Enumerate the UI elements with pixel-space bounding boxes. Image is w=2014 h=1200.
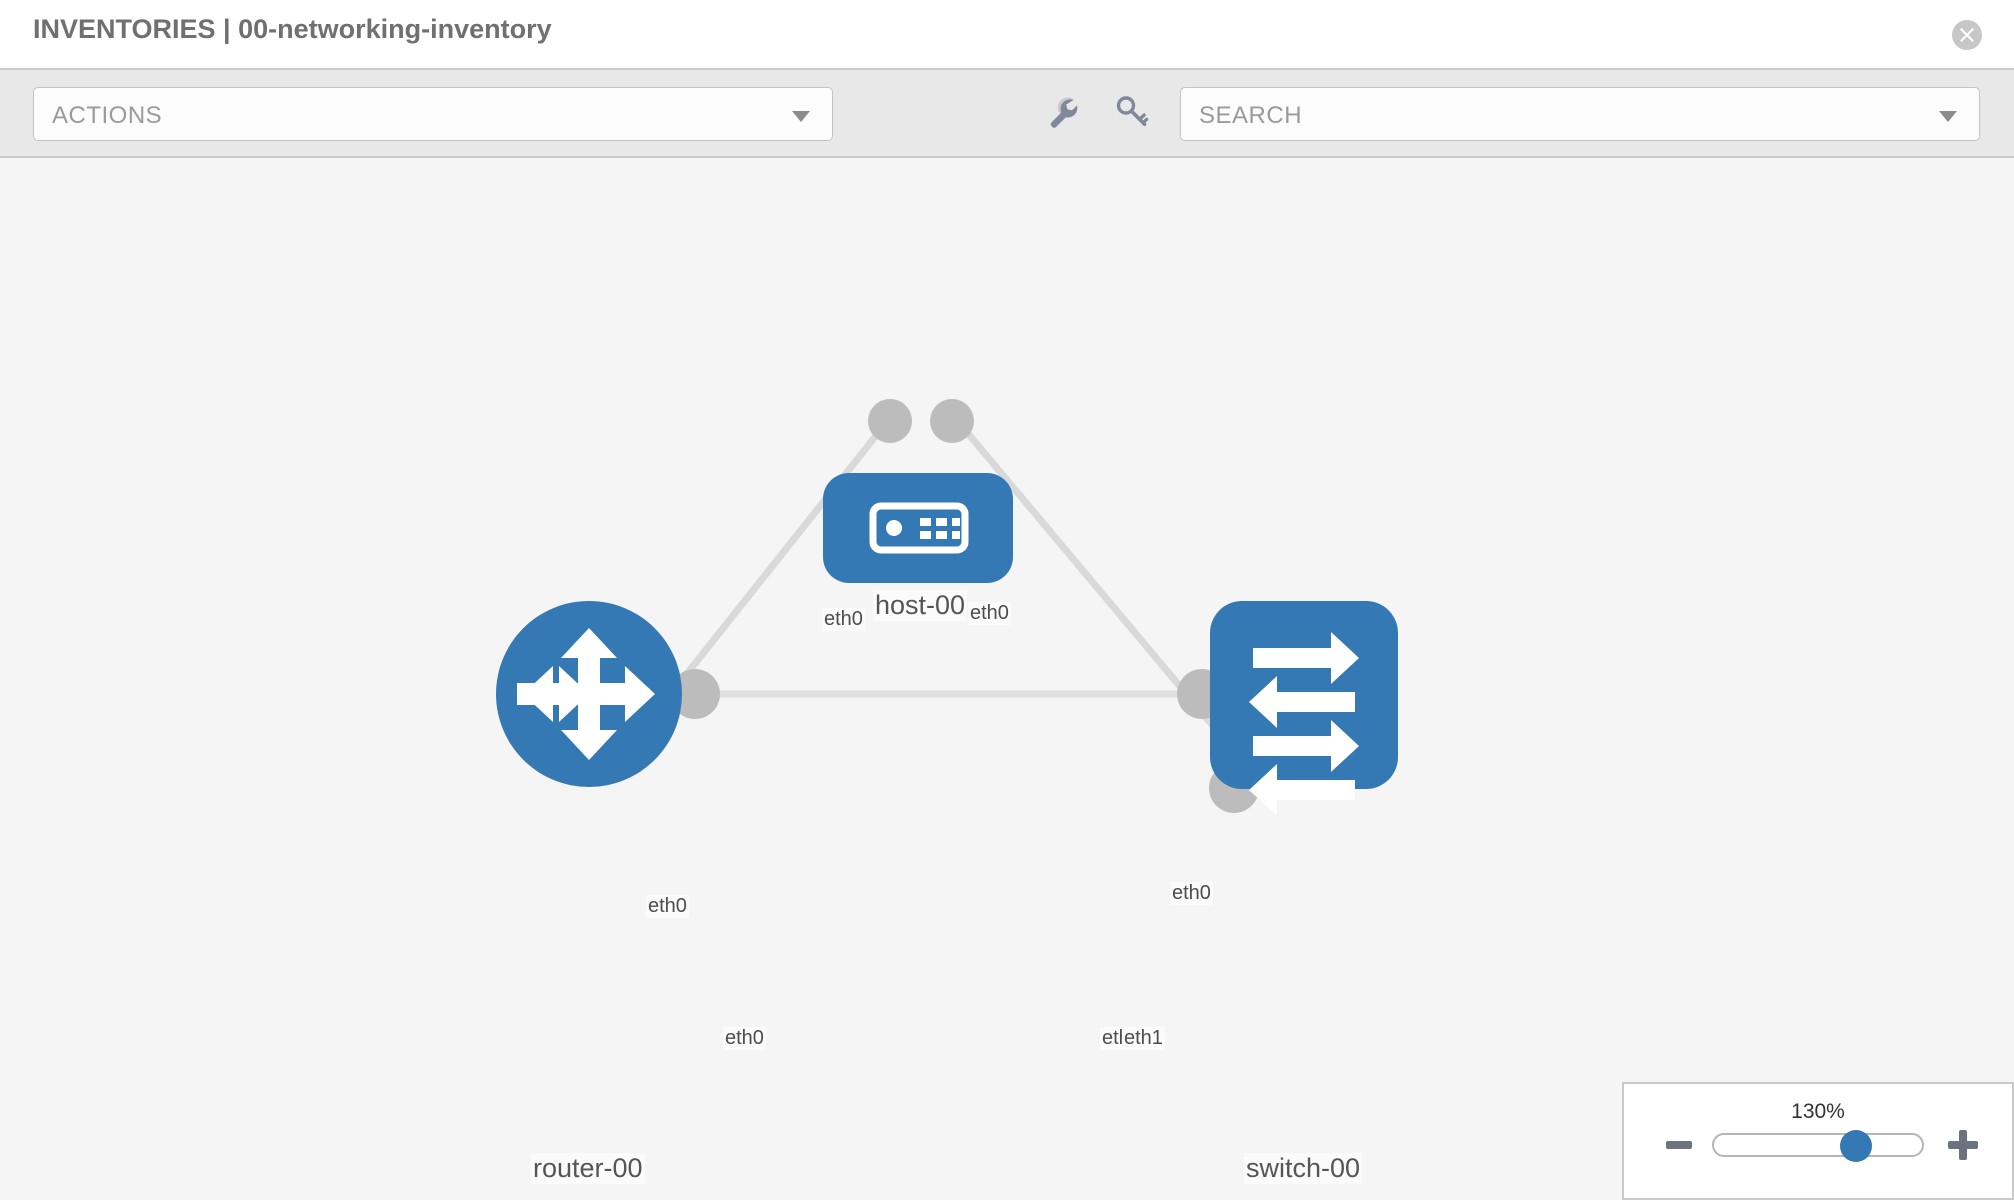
four-arrows-inward-icon (517, 628, 655, 760)
page-header: INVENTORIES | 00-networking-inventory (0, 0, 2014, 68)
zoom-slider-thumb[interactable] (1840, 1130, 1872, 1162)
node-switch-00[interactable] (1210, 601, 1398, 816)
node-label-switch-00: switch-00 (1244, 1153, 1363, 1184)
actions-dropdown-label: ACTIONS (52, 102, 163, 129)
interface-label: eth0 (1170, 882, 1213, 905)
topology-graph (496, 399, 1398, 816)
node-router-00[interactable] (496, 601, 682, 787)
interface-label: eth1 (1122, 1027, 1165, 1050)
endpoint-dot (670, 669, 720, 719)
zoom-slider-track[interactable] (1712, 1133, 1924, 1157)
close-icon[interactable] (1952, 20, 1982, 50)
interface-label: eth0 (822, 608, 865, 631)
toolbar: ACTIONS SEARCH (0, 68, 2014, 158)
search-input[interactable]: SEARCH (1180, 87, 1980, 141)
zoom-out-button[interactable] (1666, 1141, 1692, 1149)
switch-arrows-icon (1249, 632, 1359, 816)
zoom-in-button[interactable] (1948, 1130, 1978, 1160)
chevron-down-icon (792, 111, 810, 122)
endpoint-dot (868, 399, 912, 443)
key-icon[interactable] (1113, 93, 1151, 131)
interface-label: eth0 (968, 602, 1011, 625)
endpoint-dot (930, 399, 974, 443)
page-title: INVENTORIES | 00-networking-inventory (33, 14, 552, 44)
server-appliance-icon (869, 502, 969, 554)
interface-label: eth0 (723, 1027, 766, 1050)
chevron-down-icon (1939, 111, 1957, 122)
node-label-router-00: router-00 (531, 1153, 645, 1184)
zoom-control-panel: 130% (1622, 1082, 2014, 1200)
topology-canvas[interactable]: host-00 router-00 switch-00 eth0 eth0 et… (0, 158, 2014, 1200)
node-host-00[interactable] (823, 473, 1013, 583)
search-placeholder: SEARCH (1199, 102, 1303, 129)
wrench-icon[interactable] (1044, 93, 1082, 131)
actions-dropdown[interactable]: ACTIONS (33, 87, 833, 141)
zoom-level-value: 130% (1791, 1100, 1845, 1123)
node-label-host-00: host-00 (873, 590, 968, 621)
interface-label: eth0 (646, 895, 689, 918)
